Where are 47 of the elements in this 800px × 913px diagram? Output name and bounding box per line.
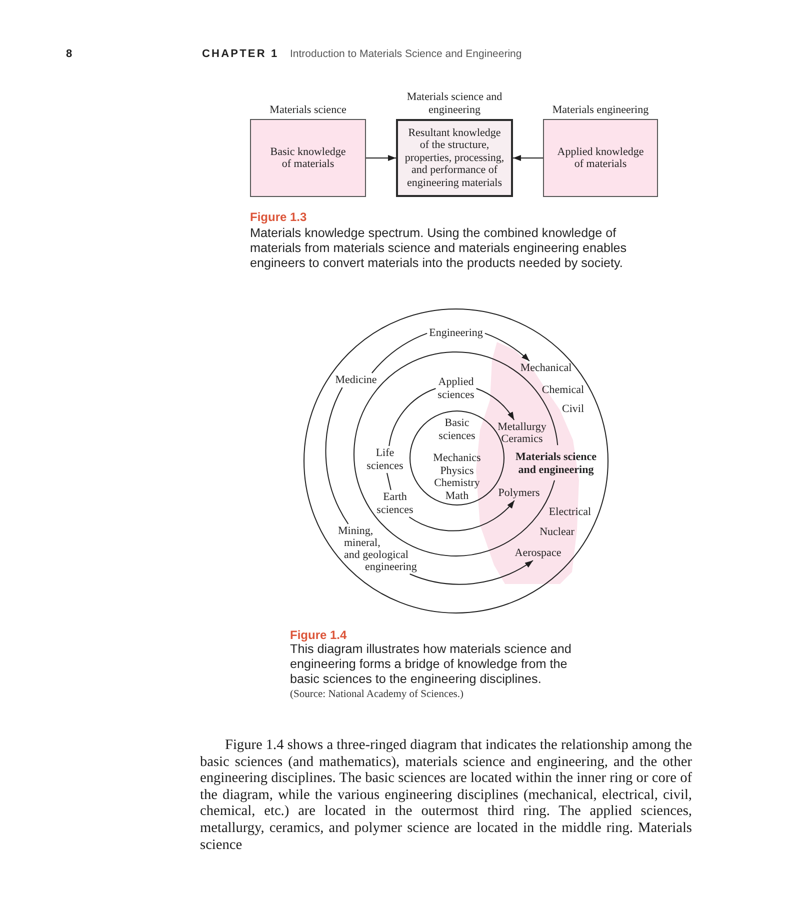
source-note: (Source: National Academy of Sciences.) — [290, 688, 464, 701]
column-heading: Materials science — [270, 104, 346, 116]
core-label: Math — [444, 488, 470, 503]
arrow — [476, 388, 515, 420]
column-heading: Materials science and engineering — [406, 91, 504, 116]
arrow — [366, 155, 396, 161]
topic-label: Medicine — [333, 373, 379, 388]
topic-label: Life sciences — [364, 446, 406, 473]
topic-label: Electrical — [546, 505, 594, 520]
outer-ring — [303, 308, 609, 614]
page-number: 8 — [66, 48, 72, 61]
topic-label: Mining, mineral, and geological engineering — [335, 524, 423, 574]
highlight-title: Materials science and engineering — [514, 450, 598, 477]
core-label: Basic sciences — [438, 416, 476, 443]
topic-label: Metallurgy — [496, 420, 548, 434]
chapter-title: Introduction to Materials Science and Engineering — [290, 48, 522, 61]
figure-caption: Materials knowledge spectrum. Using the combined knowledge of materials from materials science and materials engineering enables engineers to convert materials into the products needed by society. — [250, 226, 628, 272]
connector-line — [388, 388, 436, 446]
topic-label: Mechanical — [518, 361, 574, 376]
topic-label: Polymers — [496, 486, 542, 500]
arrow — [409, 560, 534, 585]
figure-number: Figure 1.3 — [250, 210, 307, 224]
core-label: Chemistry — [433, 476, 481, 490]
arrow — [408, 500, 515, 532]
chapter-label: CHAPTER 1 — [202, 48, 279, 61]
core-label: Mechanics — [432, 451, 482, 466]
body-paragraph: Figure 1.4 shows a three-ringed diagram that indicates the relationship among the basic sciences (and mathematics), materials science and engineering, and the other engineering disciplines. The basic sciences are located within the inner ring or core of the diagram, while the various engineering disciplines (mechanical, electrical, civil, chemical, etc.) are located in the outermost third ring. The applied sciences, metallurgy, ceramics, and polymer science are located in the middle ring. Materials science — [200, 737, 692, 854]
knowledge-text: Basic knowledge of materials — [269, 146, 347, 170]
connector-line — [386, 472, 392, 490]
core-label: Physics — [439, 464, 475, 478]
arrow — [512, 155, 544, 161]
figure-number: Figure 1.4 — [290, 628, 347, 642]
figure-caption: This diagram illustrates how materials science and engineering forms a bridge of knowledge from the basic sciences to the engineering disciplines. — [290, 642, 572, 688]
topic-label: Ceramics — [499, 432, 545, 446]
connector-line — [371, 332, 428, 374]
topic-label: Civil — [560, 402, 586, 416]
connector-line — [325, 387, 349, 524]
topic-label: Chemical — [540, 383, 586, 398]
arrow — [484, 332, 530, 362]
topic-label: Applied sciences — [436, 375, 476, 402]
knowledge-text: Applied knowledge of materials — [556, 146, 645, 170]
topic-label: Nuclear — [538, 525, 576, 540]
topic-label: Engineering — [427, 326, 485, 340]
topic-label: Aerospace — [512, 546, 564, 560]
knowledge-text: Resultant knowledge of the structure, properties, processing, and performance of engineering materials — [404, 126, 506, 190]
column-heading: Materials engineering — [552, 104, 649, 116]
topic-label: Earth sciences — [374, 490, 416, 517]
